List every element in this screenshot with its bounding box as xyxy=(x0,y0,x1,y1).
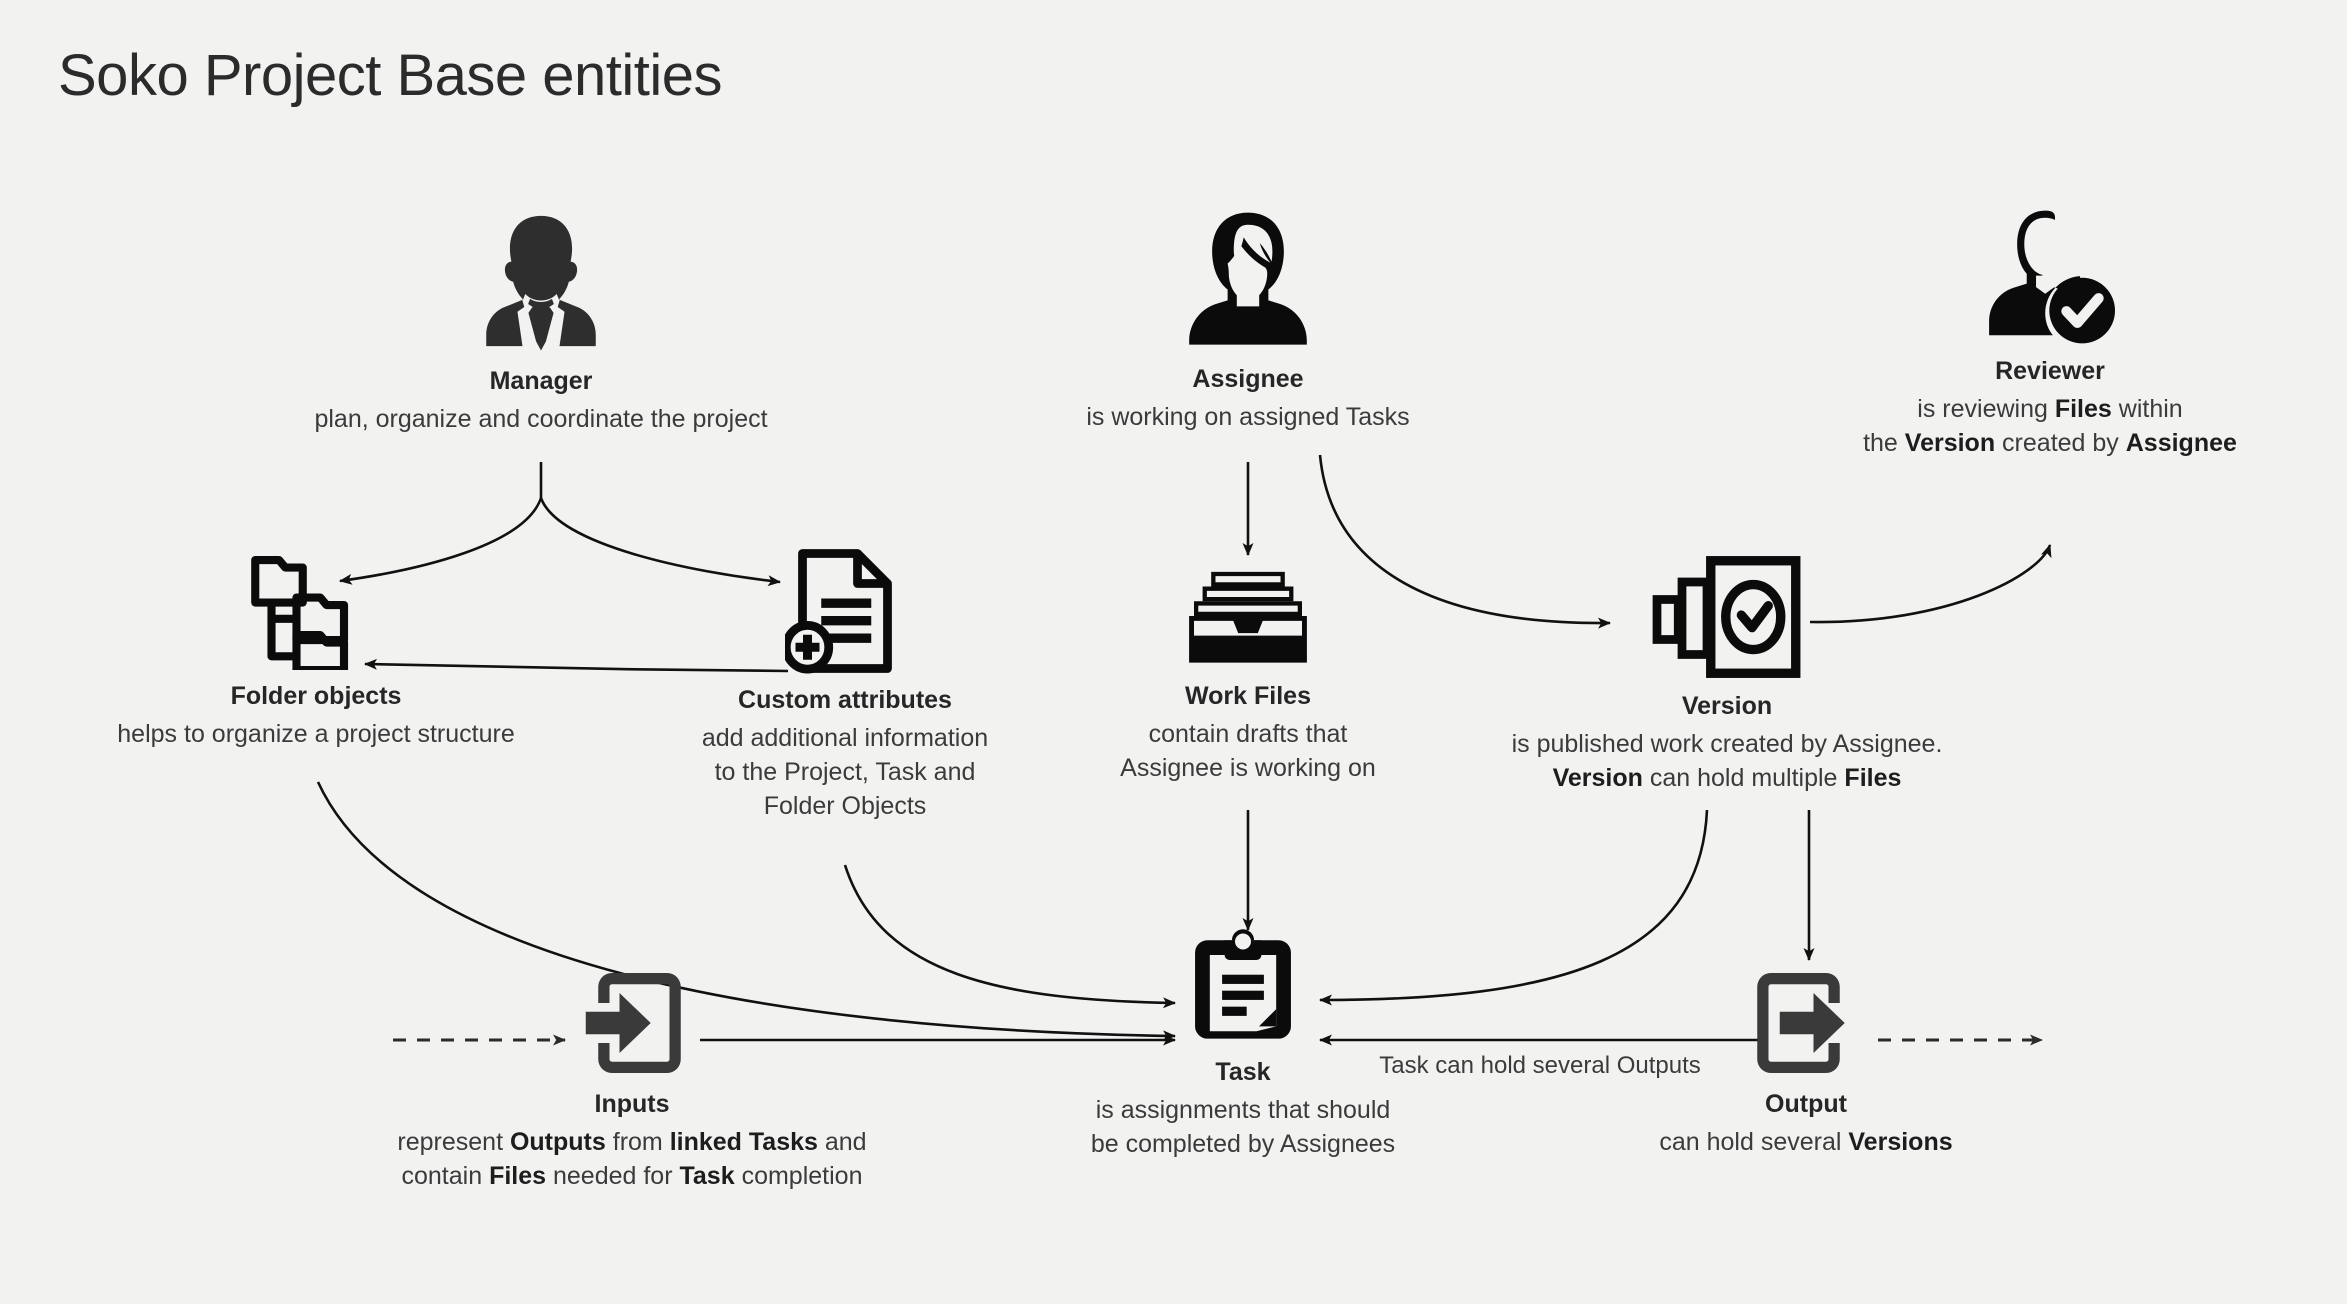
node-description: plan, organize and coordinate the projec… xyxy=(314,405,768,433)
node-label: Folder objects xyxy=(230,682,402,710)
node-label: Assignee xyxy=(1192,365,1304,393)
node-version[interactable]: Version is published work created by Ass… xyxy=(1447,554,2007,795)
node-description: is working on assigned Tasks xyxy=(1086,403,1410,431)
node-description: is published work created by Assignee. V… xyxy=(1511,730,1943,792)
node-description: is reviewing Files within the Version cr… xyxy=(1863,395,2237,457)
node-label: Version xyxy=(1681,692,1773,720)
assignee-person-icon xyxy=(928,207,1568,353)
node-reviewer[interactable]: Reviewer is reviewing Files within the V… xyxy=(1740,205,2347,460)
node-description: can hold several Versions xyxy=(1659,1128,1953,1156)
edge-label-task-outputs: Task can hold several Outputs xyxy=(1379,1052,1701,1079)
node-description: add additional information to the Projec… xyxy=(701,724,989,820)
node-description: helps to organize a project structure xyxy=(117,720,515,748)
node-label: Work Files xyxy=(1185,682,1311,710)
page-title: Soko Project Base entities xyxy=(58,43,723,108)
node-folder-objects[interactable]: Folder objects helps to organize a proje… xyxy=(6,550,626,751)
node-label: Task xyxy=(1215,1058,1271,1086)
node-task[interactable]: Task is assignments that should be compl… xyxy=(983,928,1503,1161)
node-description: contain drafts that Assignee is working … xyxy=(1120,720,1376,782)
node-output[interactable]: Output can hold several Versions xyxy=(1566,968,2046,1159)
node-custom-attributes[interactable]: Custom attributes add additional informa… xyxy=(585,548,1105,823)
document-plus-icon xyxy=(585,548,1105,674)
folder-tree-icon xyxy=(6,550,626,675)
node-label: Output xyxy=(1765,1090,1847,1118)
node-work-files[interactable]: Work Files contain drafts that Assignee … xyxy=(1008,562,1488,785)
node-label: Custom attributes xyxy=(738,686,952,714)
clipboard-icon xyxy=(983,928,1503,1046)
reviewer-person-check-icon xyxy=(1740,205,2347,345)
node-label: Manager xyxy=(489,367,593,395)
node-assignee[interactable]: Assignee is working on assigned Tasks xyxy=(928,207,1568,434)
manager-person-icon xyxy=(161,207,921,355)
node-description: represent Outputs from linked Tasks and … xyxy=(397,1128,867,1190)
node-manager[interactable]: Manager plan, organize and coordinate th… xyxy=(161,207,921,436)
arrow-out-of-box-icon xyxy=(1566,968,2046,1078)
node-label: Inputs xyxy=(594,1090,670,1118)
node-inputs[interactable]: Inputs represent Outputs from linked Tas… xyxy=(312,968,952,1193)
node-description: is assignments that should be completed … xyxy=(1090,1096,1396,1158)
node-label: Reviewer xyxy=(1995,357,2105,385)
arrow-into-box-icon xyxy=(312,968,952,1078)
version-stack-check-icon xyxy=(1447,554,2007,680)
file-tray-icon xyxy=(1008,562,1488,670)
